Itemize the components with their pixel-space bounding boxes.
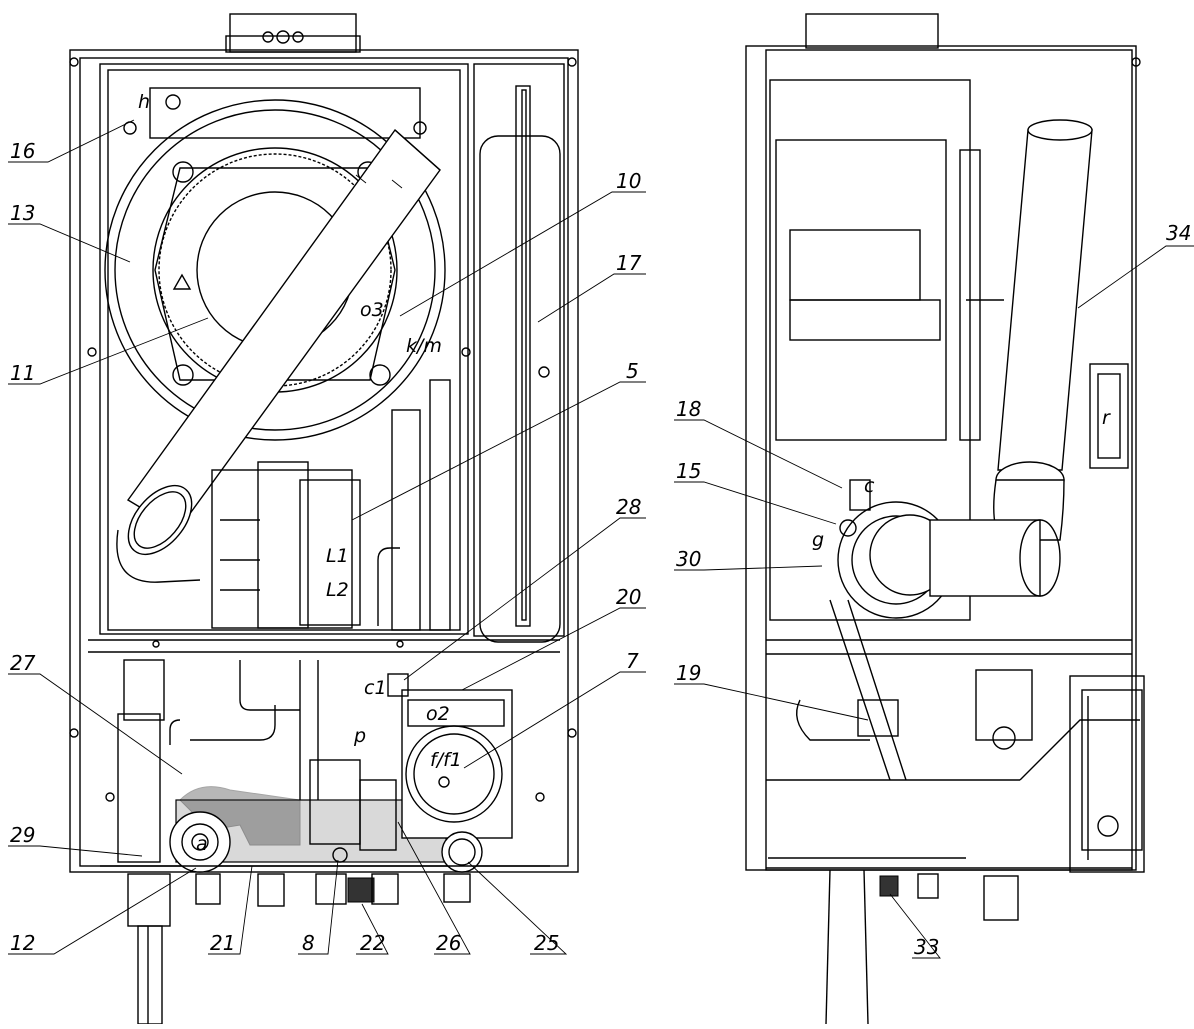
component-tags: h o3 k/m L1 L2 c1 o2 p f/f1 a c g r [138,91,1111,855]
casing-front [69,49,579,873]
callout-28: 28 [616,495,641,519]
callout-11: 11 [10,361,35,385]
callout-34: 34 [1166,221,1191,245]
tag-h: h [138,91,150,113]
tag-L2: L2 [326,579,349,601]
callout-12: 12 [10,931,35,955]
callout-33: 33 [914,935,939,959]
tag-km: k/m [406,335,442,357]
callout-22: 22 [360,931,385,955]
tag-c: c [864,475,875,497]
tag-r: r [1102,407,1111,429]
callout-26: 26 [436,931,461,955]
flue-outlet-side [805,13,939,49]
side-view [745,13,1145,1025]
callout-21: 21 [210,931,235,955]
callout-18: 18 [676,397,701,421]
tag-o2: o2 [426,703,450,725]
manometer [441,831,483,873]
callout-numbers: 16 13 11 10 17 5 28 20 7 27 29 12 21 8 2… [10,139,1191,959]
air-pipe-34 [997,129,1093,471]
front-view [69,13,579,1025]
tag-g: g [812,529,824,551]
callout-8: 8 [302,931,315,955]
callout-10: 10 [616,169,641,193]
callout-5: 5 [626,359,639,383]
tag-L1: L1 [326,545,349,567]
callout-25: 25 [534,931,559,955]
callout-30: 30 [676,547,701,571]
tag-c1: c1 [364,677,387,699]
callout-20: 20 [616,585,641,609]
flue-outlet-front [229,13,357,53]
expansion-vessel [473,63,565,637]
tag-a: a [196,833,208,855]
callout-13: 13 [10,201,35,225]
callout-19: 19 [676,661,701,685]
callout-15: 15 [676,459,701,483]
gas-inlet-22 [347,877,375,903]
tag-p: p [353,725,366,747]
callout-27: 27 [10,651,36,675]
heat-exchanger-ring [104,99,446,441]
pump-a [169,811,231,873]
tag-ff1: f/f1 [430,749,462,771]
leader-lines [8,119,1194,959]
fitting-33 [879,875,899,897]
tag-o3: o3 [360,299,384,321]
callout-29: 29 [10,823,35,847]
side-plate-r [1089,363,1129,469]
callout-16: 16 [10,139,35,163]
callout-7: 7 [626,649,639,673]
callout-17: 17 [616,251,642,275]
